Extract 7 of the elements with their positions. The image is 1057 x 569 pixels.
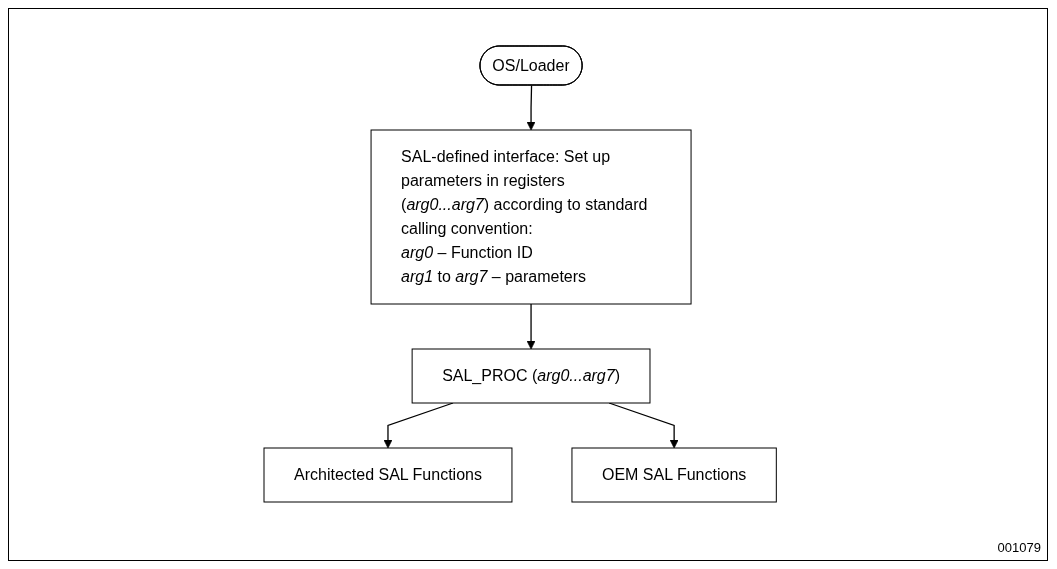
node-box: SAL-defined interface: Set up parameters in registers (arg0...arg7) according to standard calling convention: arg0 – Function ID arg1 to arg7 – parameters — [370, 129, 692, 305]
arrow — [526, 303, 536, 350]
node-box: Architected SAL Functions — [263, 447, 513, 503]
node-box: OEM SAL Functions — [571, 447, 777, 503]
arrow — [526, 84, 536, 131]
figure-number: 001079 — [997, 540, 1041, 555]
node-box: SAL_PROC (arg0...arg7) — [411, 348, 651, 404]
